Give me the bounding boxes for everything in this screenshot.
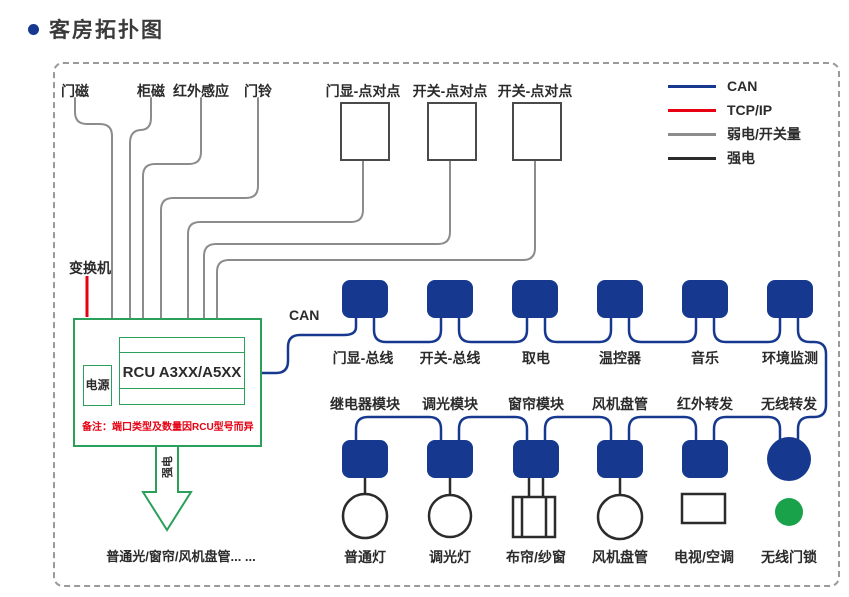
p2p-label-door-display: 门显-点对点 [325,83,401,99]
power-arrow-label: 强电 [162,456,174,478]
device-label-dimmable-lamp: 调光灯 [429,549,471,565]
module-label-dimmer: 调光模块 [422,396,478,412]
module-ir-repeater [682,440,728,478]
bus-module-music [682,280,728,318]
rcu-note: 备注：端口类型及数量因RCU型号而异 [82,422,254,433]
sensor-label-infrared: 红外感应 [173,83,229,99]
module-label-fan-coil: 风机盘管 [592,396,648,412]
title-row: 客房拓扑图 [28,14,164,44]
bus-module-switch [427,280,473,318]
wireless-repeater-node [767,437,811,481]
module-label-wireless-repeater: 无线转发 [761,396,817,412]
device-label-tv-ac: 电视/空调 [674,549,734,565]
strong-current-line-swatch [668,156,716,160]
rcu-power-box: 电源 [83,365,112,406]
rcu-inner-box: RCU A3XX/A5XX [119,337,245,405]
bus-module-env-monitor [767,280,813,318]
sensor-label-cabinet-magnet: 柜磁 [137,83,165,99]
device-label-curtain: 布帘/纱窗 [506,549,566,565]
module-fan-coil [597,440,643,478]
module-label-ir-repeater: 红外转发 [677,396,733,412]
bus-module-power-take [512,280,558,318]
module-label-relay: 继电器模块 [330,396,400,412]
strong-current-wires [363,478,622,498]
weak-current-line-swatch [668,132,716,136]
legend-item-tcpip: TCP/IP [668,98,801,122]
bus-label-env-monitor: 环境监测 [762,350,818,366]
bus-label-door-display: 门显-总线 [332,350,394,366]
bus-label-switch: 开关-总线 [419,350,481,366]
bus-module-thermostat [597,280,643,318]
bus-label-music: 音乐 [691,350,719,366]
device-label-wireless-lock: 无线门锁 [761,549,817,565]
fan-coil-symbol [596,493,644,541]
diagram-frame [53,62,840,587]
p2p-label-switch-2: 开关-点对点 [497,83,573,99]
module-curtain [513,440,559,478]
wireless-lock-symbol [775,498,803,526]
rcu-model-label: RCU A3XX/A5XX [122,363,242,381]
legend-item-weak-current: 弱电/开关量 [668,122,801,146]
bus-label-thermostat: 温控器 [599,350,641,366]
p2p-box-switch-1 [427,102,477,161]
module-dimmer [427,440,473,478]
module-relay [342,440,388,478]
power-caption: 普通光/窗帘/风机盘管... ... [106,549,256,564]
p2p-label-switch-1: 开关-点对点 [412,83,488,99]
tv-ac-symbol [680,492,727,525]
module-label-curtain: 窗帘模块 [508,396,564,412]
device-label-fan-coil: 风机盘管 [592,549,648,565]
can-bus-label: CAN [289,307,320,323]
page-title: 客房拓扑图 [49,19,164,42]
bus-module-door-display [342,280,388,318]
rcu-divider-bottom [120,388,244,389]
can-line-swatch [668,84,716,88]
legend: CAN TCP/IP 弱电/开关量 强电 [668,74,801,170]
bus-label-power-take: 取电 [522,350,550,366]
sensor-label-doorbell: 门铃 [244,83,272,99]
tcpip-line-swatch [668,108,716,112]
sensor-label-door-magnet: 门磁 [61,83,89,99]
legend-item-strong-current: 强电 [668,146,801,170]
rcu-divider-top [120,352,244,353]
legend-item-can: CAN [668,74,801,98]
curtain-symbol [511,495,557,539]
power-arrow [141,442,193,532]
weak-current-wires [74,97,536,319]
p2p-box-door-display [340,102,390,161]
dimmable-lamp-symbol [427,493,473,539]
ordinary-lamp-symbol [341,492,389,540]
title-bullet-icon [28,23,39,35]
rcu-box: RCU A3XX/A5XX 电源 备注：端口类型及数量因RCU型号而异 [73,318,262,447]
device-label-ordinary-lamp: 普通灯 [344,549,386,565]
can-bus-wires [256,316,828,442]
converter-label: 变换机 [69,260,111,276]
p2p-box-switch-2 [512,102,562,161]
